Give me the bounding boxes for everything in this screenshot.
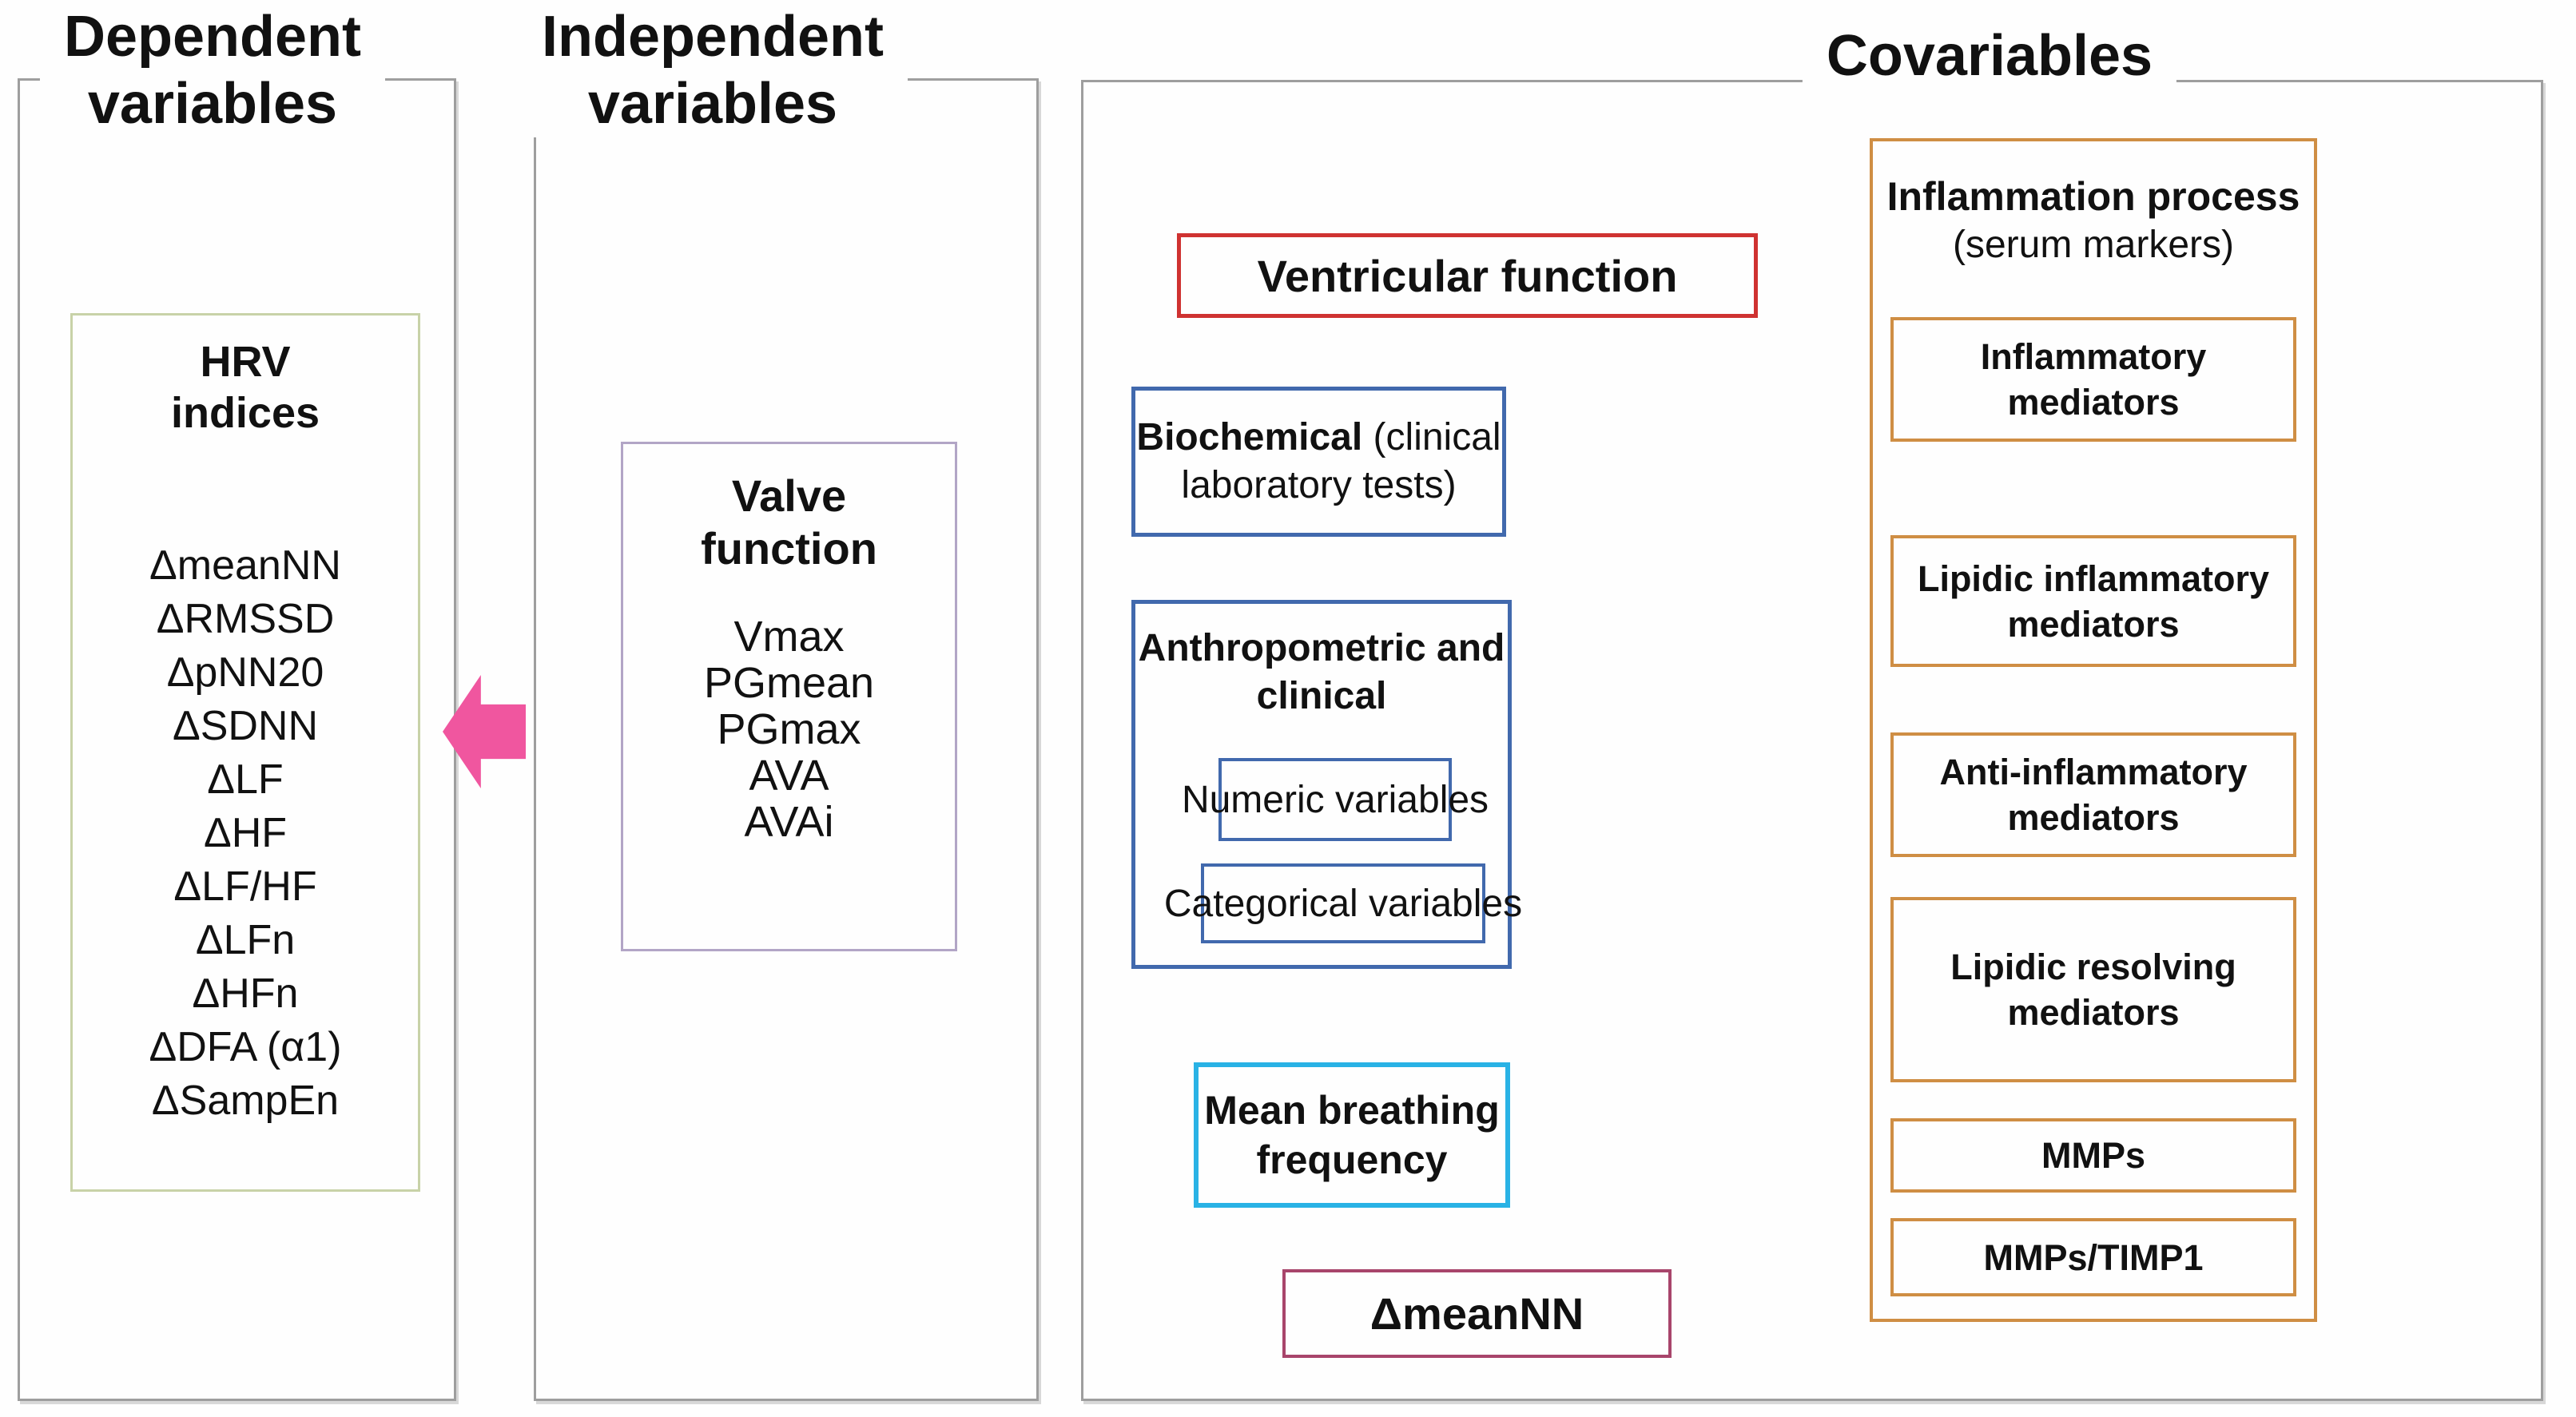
- anthropometric-clinical-heading: Anthropometric and clinical: [1138, 627, 1505, 717]
- biochemical-label-rest: (clinical laboratory tests): [1181, 416, 1501, 506]
- hrv-index-item: ΔSDNN: [172, 703, 319, 749]
- independent-variables-title: Independent variables: [518, 3, 908, 137]
- inflammation-process-panel: Inflammation process (serum markers) Inf…: [1870, 138, 2317, 1322]
- mediator-box-lipidic-inflammatory: Lipidic inflammatory mediators: [1890, 535, 2296, 667]
- valve-item: AVA: [749, 752, 829, 800]
- hrv-index-item: ΔRMSSD: [156, 596, 335, 642]
- mediator-box-mmps: MMPs: [1890, 1118, 2296, 1193]
- hrv-indices-box: HRV indices ΔmeanNN ΔRMSSD ΔpNN20 ΔSDNN …: [70, 313, 420, 1192]
- valve-function-box: Valve function Vmax PGmean PGmax AVA AVA…: [621, 442, 957, 951]
- hrv-index-item: ΔDFA (α1): [149, 1024, 342, 1070]
- biochemical-label: Biochemical (clinical laboratory tests): [1136, 414, 1501, 510]
- ventricular-function-box: Ventricular function: [1177, 233, 1758, 318]
- mediator-box-anti-inflammatory: Anti-inflammatory mediators: [1890, 732, 2296, 857]
- delta-meannn-label: ΔmeanNN: [1369, 1288, 1584, 1339]
- anthropometric-clinical-box: Anthropometric and clinical Numeric vari…: [1131, 600, 1522, 969]
- hrv-index-item: ΔSampEn: [151, 1078, 340, 1124]
- valve-item: PGmax: [717, 705, 861, 753]
- dependent-variables-title: Dependent variables: [39, 3, 386, 137]
- mean-breathing-frequency-label: Mean breathing frequency: [1204, 1088, 1500, 1182]
- mean-breathing-frequency-box: Mean breathing frequency: [1194, 1062, 1510, 1208]
- hrv-indices-heading: HRV indices: [170, 338, 320, 437]
- hrv-index-item: ΔLF/HF: [173, 863, 317, 910]
- categorical-variables-box: Categorical variables: [1164, 863, 1522, 943]
- valve-function-heading: Valve function: [701, 470, 877, 574]
- mediator-box-inflammatory: Inflammatory mediators: [1890, 317, 2296, 442]
- hrv-index-item: ΔLF: [207, 756, 284, 803]
- numeric-variables-label: Numeric variables: [1181, 778, 1489, 821]
- hrv-index-item: ΔHF: [203, 810, 288, 856]
- hrv-indices-list: ΔmeanNN ΔRMSSD ΔpNN20 ΔSDNN ΔLF ΔHF ΔLF/…: [149, 539, 341, 1128]
- hrv-index-item: ΔpNN20: [166, 649, 324, 696]
- biochemical-label-bold: Biochemical: [1136, 416, 1363, 458]
- inflammation-process-heading: Inflammation process: [1886, 174, 2300, 219]
- biochemical-box: Biochemical (clinical laboratory tests): [1131, 387, 1506, 537]
- valve-item: AVAi: [744, 798, 834, 846]
- inflammation-process-subtitle: (serum markers): [1952, 224, 2234, 266]
- mediator-box-lipidic-resolving: Lipidic resolving mediators: [1890, 897, 2296, 1082]
- mediator-box-mmps-timp1: MMPs/TIMP1: [1890, 1218, 2296, 1296]
- hrv-index-item: ΔmeanNN: [149, 542, 341, 589]
- categorical-variables-label: Categorical variables: [1163, 882, 1523, 925]
- covariables-title: Covariables: [1802, 22, 2177, 89]
- valve-item: PGmean: [703, 659, 875, 707]
- numeric-variables-box: Numeric variables: [1182, 758, 1489, 841]
- valve-item: Vmax: [733, 613, 845, 661]
- delta-meannn-box: ΔmeanNN: [1282, 1269, 1672, 1358]
- hrv-index-item: ΔHFn: [192, 970, 299, 1017]
- ventricular-function-label: Ventricular function: [1257, 250, 1678, 301]
- hrv-index-item: ΔLFn: [195, 917, 296, 963]
- valve-function-list: Vmax PGmean PGmax AVA AVAi: [704, 613, 874, 845]
